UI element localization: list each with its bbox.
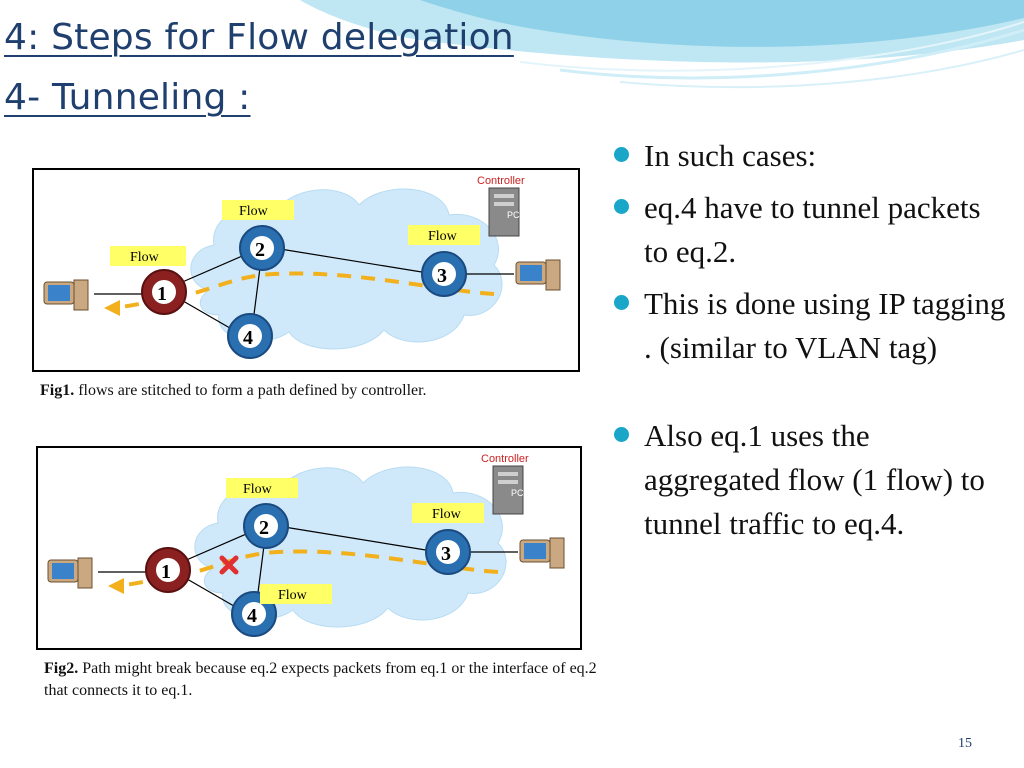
slide-title: 4: Steps for Flow delegation <box>4 17 514 58</box>
flow-label-box: Flow <box>408 225 480 245</box>
controller-server-icon <box>492 465 524 515</box>
svg-text:Flow: Flow <box>243 482 273 497</box>
bullet-list: In such cases: eq.4 have to tunnel packe… <box>612 134 1012 554</box>
node-1: 1 <box>141 269 187 315</box>
pc-right-icon <box>519 537 565 569</box>
bullet-item: This is done using IP tagging . (similar… <box>612 282 1012 370</box>
pc-left-icon <box>47 557 93 589</box>
svg-text:2: 2 <box>255 239 265 261</box>
svg-text:1: 1 <box>161 561 171 583</box>
flow-label-box: Flow <box>222 200 294 220</box>
pc-left-icon <box>43 279 89 311</box>
header-swoosh-decoration <box>300 0 1024 89</box>
svg-text:1: 1 <box>157 283 167 305</box>
figure-2-caption: Fig2. Path might break because eq.2 expe… <box>44 660 597 699</box>
bullet-dot-icon <box>614 199 629 214</box>
node-3: 3 <box>425 529 471 575</box>
link-2-3 <box>273 247 435 275</box>
node-2: 2 <box>239 225 285 271</box>
node-2: 2 <box>243 503 289 549</box>
node-3: 3 <box>421 251 467 297</box>
bullet-dot-icon <box>614 427 629 442</box>
svg-text:Flow: Flow <box>239 204 269 219</box>
bullet-dot-icon <box>614 147 629 162</box>
pc-label: PC <box>507 210 520 220</box>
page-number: 15 <box>958 736 972 751</box>
pc-label: PC <box>511 488 524 498</box>
link-2-3 <box>277 525 439 553</box>
bullet-dot-icon <box>614 295 629 310</box>
svg-text:Flow: Flow <box>130 250 160 265</box>
bullet-item: eq.4 have to tunnel packets to eq.2. <box>612 186 1012 274</box>
svg-text:3: 3 <box>437 265 447 287</box>
controller-label: Controller <box>477 175 525 187</box>
flow-label-box: Flow <box>110 246 186 266</box>
svg-text:Flow: Flow <box>428 229 458 244</box>
svg-text:3: 3 <box>441 543 451 565</box>
link-break-x-icon <box>219 555 239 575</box>
svg-text:4: 4 <box>243 327 253 349</box>
figure-1-network-diagram: Controller PC 1 2 3 4 <box>32 168 580 372</box>
flow-label-box: Flow <box>412 503 484 523</box>
svg-text:Flow: Flow <box>278 588 308 603</box>
node-4: 4 <box>227 313 273 359</box>
figure-2-network-diagram: Controller PC 1 2 3 4 <box>36 446 582 650</box>
controller-server-icon <box>488 187 520 237</box>
figure-1-caption: Fig1. flows are stitched to form a path … <box>40 382 427 399</box>
pc-right-icon <box>515 259 561 291</box>
controller-label: Controller <box>481 453 529 465</box>
svg-text:2: 2 <box>259 517 269 539</box>
flow-label-box: Flow <box>226 478 298 498</box>
flow-arrowhead <box>104 300 120 316</box>
bullet-item: In such cases: <box>612 134 1012 178</box>
svg-text:Flow: Flow <box>432 507 462 522</box>
svg-text:4: 4 <box>247 605 257 627</box>
slide-subtitle: 4- Tunneling : <box>4 77 251 118</box>
bullet-item: Also eq.1 uses the aggregated flow (1 fl… <box>612 414 1012 546</box>
node-1: 1 <box>145 547 191 593</box>
flow-label-box: Flow <box>260 584 332 604</box>
flow-arrowhead <box>108 578 124 594</box>
